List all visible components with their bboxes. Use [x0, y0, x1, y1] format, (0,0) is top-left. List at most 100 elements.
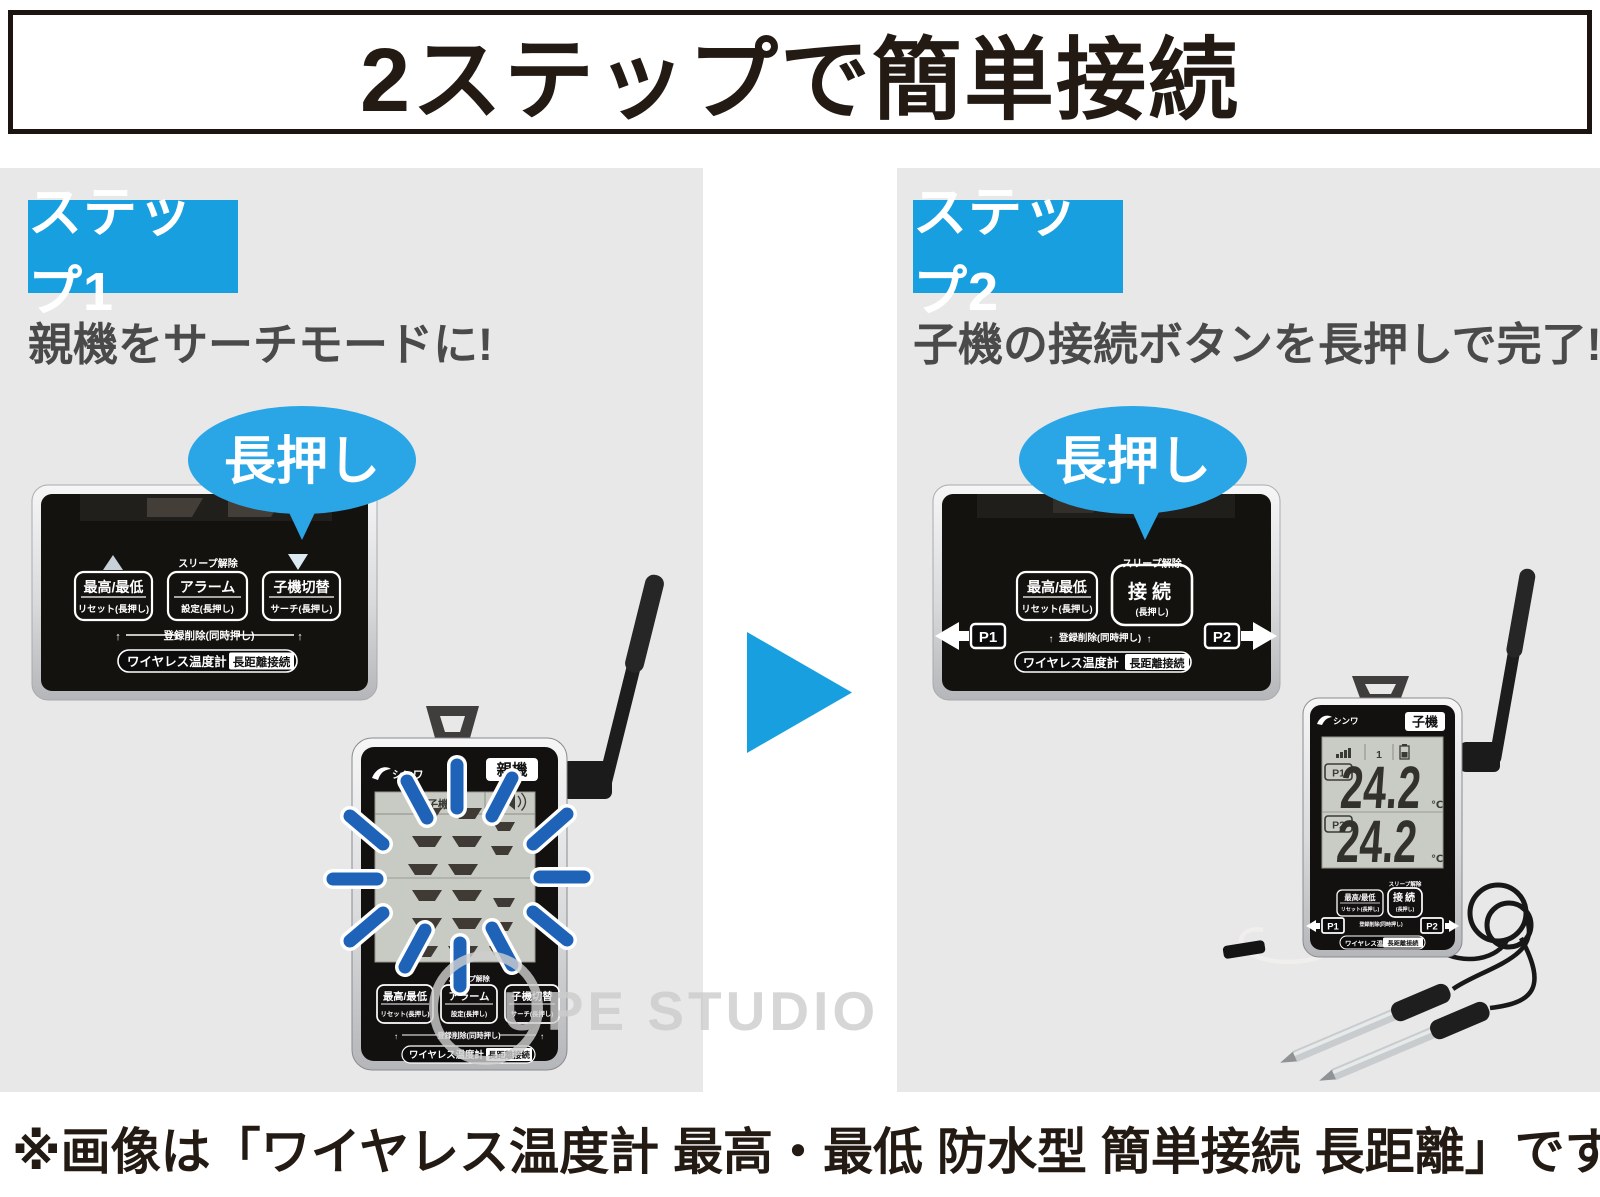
product-label-pill: ワイヤレス温度計 長距離接続 [401, 1045, 536, 1064]
svg-text:ワイヤレス温度計: ワイヤレス温度計 [1345, 939, 1397, 948]
svg-text:P2: P2 [1332, 820, 1345, 832]
step2-description: 子機の接続ボタンを長押しで完了! [913, 319, 1600, 370]
svg-text:最高/最低: 最高/最低 [84, 579, 144, 595]
max-min-button: 最高/最低 リセット(長押し) [73, 570, 154, 622]
temperature-probe [1280, 983, 1451, 1063]
delete-note: 登録削除(同時押し) [1358, 921, 1403, 928]
max-min-button: 最高/最低 リセット(長押し) [1336, 889, 1384, 917]
svg-text:リセット(長押し): リセット(長押し) [381, 1009, 430, 1018]
step1-description: 親機をサーチモードに! [28, 319, 493, 370]
connect-button: 接続 (長押し) [1387, 887, 1423, 918]
svg-text:↑: ↑ [1147, 634, 1152, 645]
svg-text:サーチ(長押し): サーチ(長押し) [511, 1009, 554, 1018]
svg-text:P1: P1 [979, 629, 997, 646]
svg-text:↑: ↑ [297, 631, 303, 643]
svg-text:↑: ↑ [115, 631, 121, 643]
svg-text:設定(長押し): 設定(長押し) [451, 1009, 487, 1018]
svg-text:P1: P1 [1332, 768, 1345, 780]
right-arrow-icon [747, 632, 852, 753]
brand-label: シンワ [1333, 716, 1359, 726]
delete-note-row: ↑ 登録削除(同時押し) ↑ [115, 629, 303, 643]
svg-text:長距離接続: 長距離接続 [1388, 940, 1420, 948]
svg-text:長距離接続: 長距離接続 [1130, 656, 1185, 670]
max-min-button: 最高/最低 リセット(長押し) [1015, 570, 1099, 622]
antenna [1455, 568, 1536, 772]
svg-text:登録削除(同時押し): 登録削除(同時押し) [1058, 632, 1141, 644]
page-title: 2ステップで簡単接続 [359, 31, 1241, 131]
connect-button: 接続 (長押し) [1110, 563, 1194, 627]
svg-text:(長押し): (長押し) [1136, 606, 1169, 617]
svg-text:(長押し): (長押し) [1396, 906, 1415, 913]
right-arrow-icon [1253, 622, 1277, 650]
step-transition-arrow [747, 632, 852, 758]
svg-text:P1: P1 [1327, 922, 1339, 933]
svg-text:子機: 子機 [1412, 715, 1438, 730]
child-lcd: 1 P1 24.2 ℃ P2 24.2 ℃ [1321, 736, 1444, 875]
p1-port-label: P1 [1306, 917, 1345, 934]
step2-illustration: スリープ解除 最高/最低 リセット(長押し) 接続 (長押し) P1 P2 [932, 406, 1537, 1081]
temp-reading-p1: 24.2 [1338, 754, 1423, 821]
p2-port-label: P2 [1420, 917, 1459, 934]
product-label-pill: ワイヤレス温度計 長距離接続 [1339, 935, 1426, 950]
step2-badge: ステップ2 [913, 183, 1123, 322]
svg-text:ワイヤレス温度計: ワイヤレス温度計 [1023, 655, 1119, 670]
svg-text:↑: ↑ [394, 1032, 398, 1041]
left-arrow-icon [935, 622, 959, 650]
flash-icon [323, 755, 594, 996]
delete-note-row: ↑ 登録削除(同時押し) ↑ [1049, 632, 1152, 645]
temperature-probe [1319, 1001, 1490, 1081]
svg-text:長距離接続: 長距離接続 [233, 655, 291, 669]
svg-text:↑: ↑ [1049, 634, 1054, 645]
channel-indicator: 1 [1376, 749, 1382, 761]
step1-badge: ステップ1 [28, 183, 238, 322]
product-label-pill: ワイヤレス温度計 長距離接続 [1014, 651, 1192, 673]
svg-text:ワイヤレス温度計: ワイヤレス温度計 [127, 654, 227, 669]
svg-text:登録削除(同時押し): 登録削除(同時押し) [436, 1031, 501, 1040]
child-switch-search-button: 子機切替 サーチ(長押し) [261, 570, 342, 622]
antenna [556, 574, 664, 799]
down-triangle-icon [288, 554, 308, 570]
parent-device: シンワ 親機 子機 [351, 574, 664, 1071]
svg-text:↑: ↑ [540, 1032, 544, 1041]
step1-panel: ステップ1 親機をサーチモードに! スリープ解除 最高/最低 リセット(長押し) [0, 168, 703, 1092]
sleep-release-label: スリープ解除 [178, 557, 238, 570]
alarm-set-button: アラーム 設定(長押し) [166, 570, 249, 622]
svg-text:P2: P2 [1213, 629, 1231, 646]
svg-text:リセット(長押し): リセット(長押し) [1341, 906, 1380, 913]
step1-illustration: スリープ解除 最高/最低 リセット(長押し) アラーム 設定(長押し) 子機切替… [31, 406, 664, 1071]
svg-text:長距離接続: 長距離接続 [488, 1050, 530, 1060]
bubble-label: 長押し [1055, 433, 1211, 491]
svg-text:接続: 接続 [1128, 580, 1176, 603]
svg-text:最高/最低: 最高/最低 [1344, 893, 1376, 902]
svg-text:P2: P2 [1426, 922, 1438, 933]
temp-reading-p2: 24.2 [1335, 808, 1420, 875]
up-triangle-icon [103, 555, 123, 570]
child-badge [1405, 712, 1445, 731]
p2-port-label: P2 [1203, 622, 1277, 650]
svg-text:最高/最低: 最高/最低 [1027, 579, 1087, 595]
svg-text:最高/最低: 最高/最低 [383, 990, 428, 1003]
shinwa-bird-icon [1317, 715, 1332, 725]
svg-text:子機切替: 子機切替 [511, 990, 553, 1003]
svg-text:リセット(長押し): リセット(長押し) [78, 603, 149, 614]
svg-text:設定(長押し): 設定(長押し) [181, 603, 234, 614]
svg-text:登録削除(同時押し): 登録削除(同時押し) [163, 629, 255, 642]
child-device: シンワ 子機 1 P1 24. [1222, 568, 1537, 1081]
shinwa-bird-icon [372, 767, 391, 780]
child-closeup-device: スリープ解除 最高/最低 リセット(長押し) 接続 (長押し) P1 P2 [932, 484, 1281, 701]
bubble-label: 長押し [224, 433, 380, 491]
svg-text:サーチ(長押し): サーチ(長押し) [271, 603, 333, 614]
p1-port-label: P1 [935, 622, 1007, 650]
step1-badge-label: ステップ1 [28, 182, 193, 322]
svg-text:ワイヤレス温度計: ワイヤレス温度計 [409, 1049, 484, 1060]
signal-icon [1336, 748, 1351, 758]
image-caption: ※画像は「ワイヤレス温度計 最高・最低 防水型 簡単接続 長距離」です [12, 1124, 1600, 1180]
step2-badge-label: ステップ2 [913, 182, 1078, 322]
parent-closeup-device: スリープ解除 最高/最低 リセット(長押し) アラーム 設定(長押し) 子機切替… [31, 484, 378, 701]
product-label-pill: ワイヤレス温度計 長距離接続 [117, 649, 298, 673]
speech-bubble: 長押し [1019, 406, 1247, 540]
svg-text:℃: ℃ [1431, 854, 1443, 865]
svg-text:アラーム: アラーム [180, 579, 236, 595]
speech-bubble: 長押し [188, 406, 416, 540]
svg-text:接続: 接続 [1393, 891, 1417, 904]
